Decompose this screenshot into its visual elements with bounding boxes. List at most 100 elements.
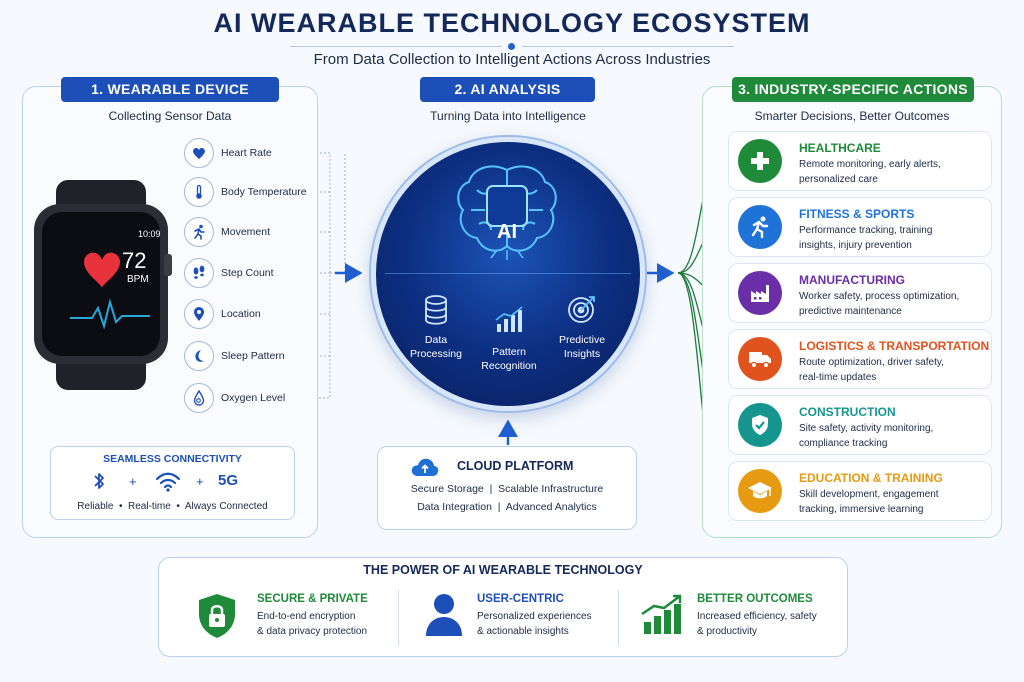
- graduation-cap-icon: [738, 469, 782, 513]
- thermometer-icon: [184, 177, 214, 207]
- cloud-upload-icon: [410, 456, 440, 483]
- wifi-icon: [155, 472, 181, 497]
- smartwatch-icon: [34, 180, 172, 390]
- watch-time: 10:09: [138, 229, 161, 239]
- sensor-item-oxygen-level: [184, 383, 214, 413]
- industry-description: Route optimization, driver safety, real-…: [799, 356, 987, 385]
- cloud-platform-box: [377, 446, 637, 530]
- industry-description-line: Performance tracking, training: [799, 225, 933, 236]
- connectivity-plus: +: [196, 474, 204, 489]
- industry-title: HEALTHCARE: [799, 141, 881, 155]
- industry-description: Performance tracking, training insights,…: [799, 224, 979, 253]
- database-icon: [423, 295, 449, 330]
- power-item-description: Personalized experiences & actionable in…: [477, 610, 592, 639]
- 5g-label: 5G: [218, 472, 239, 489]
- power-box: [158, 557, 848, 657]
- industry-title: FITNESS & SPORTS: [799, 207, 915, 221]
- page-subtitle: From Data Collection to Intelligent Acti…: [313, 51, 711, 68]
- industry-description-line: insights, injury prevention: [799, 239, 912, 251]
- user-icon: [424, 592, 464, 641]
- power-item-description: End-to-end encryption & data privacy pro…: [257, 610, 367, 639]
- title-divider-dot: [508, 43, 515, 50]
- title-divider-left: [290, 46, 502, 47]
- medical-cross-icon: [738, 139, 782, 183]
- sensor-label: Sleep Pattern: [221, 350, 285, 362]
- cloud-platform-title: CLOUD PLATFORM: [457, 459, 574, 473]
- power-item-description: Increased efficiency, safety & productiv…: [697, 610, 817, 639]
- power-divider: [398, 590, 399, 646]
- connectivity-features: Reliable • Real-time • Always Connected: [77, 501, 268, 512]
- ai-analysis-circle: [371, 137, 645, 411]
- location-pin-icon: [184, 299, 214, 329]
- sensor-label: Movement: [221, 226, 271, 238]
- connectivity-plus: +: [129, 474, 137, 489]
- brain-icon: [451, 160, 563, 265]
- industry-description-line: Site safety, activity monitoring,: [799, 423, 934, 434]
- ai-step-line: Predictive: [558, 334, 606, 346]
- sensor-item-movement: [184, 217, 214, 247]
- watch-bpm-unit: BPM: [127, 274, 149, 285]
- moon-icon: [184, 341, 214, 371]
- industry-description-line: predictive maintenance: [799, 305, 902, 317]
- ai-divider: [385, 273, 631, 274]
- industry-description: Skill development, engagement tracking, …: [799, 488, 979, 517]
- analysis-subheading: Turning Data into Intelligence: [430, 109, 586, 123]
- sensor-label: Location: [221, 308, 261, 320]
- ai-step-pattern-recognition: Pattern Recognition: [469, 345, 549, 373]
- power-item-title: SECURE & PRIVATE: [257, 593, 368, 605]
- sensor-item-sleep-pattern: [184, 341, 214, 371]
- wearable-subheading: Collecting Sensor Data: [108, 109, 232, 123]
- sensor-label: Step Count: [221, 267, 274, 279]
- power-item-description-line: & productivity: [697, 625, 758, 637]
- target-icon: [567, 294, 597, 329]
- analysis-heading: 2. AI ANALYSIS: [420, 77, 595, 102]
- title-divider-right: [522, 46, 734, 47]
- oxygen-drop-icon: [184, 383, 214, 413]
- ai-step-line: Recognition: [481, 360, 537, 373]
- bluetooth-icon: [92, 471, 106, 496]
- power-item-description-line: Personalized experiences: [477, 611, 592, 622]
- industry-description-line: Route optimization, driver safety,: [799, 357, 944, 368]
- power-item-description-line: End-to-end encryption: [257, 611, 356, 622]
- power-title: THE POWER OF AI WEARABLE TECHNOLOGY: [363, 563, 643, 577]
- industries-subheading: Smarter Decisions, Better Outcomes: [754, 109, 950, 123]
- sensor-item-heart-rate: [184, 138, 214, 168]
- truck-icon: [738, 337, 782, 381]
- page-title: AI WEARABLE TECHNOLOGY ECOSYSTEM: [213, 8, 811, 38]
- smartwatch-illustration: [26, 180, 176, 390]
- ai-step-line: Pattern: [492, 346, 526, 358]
- wearable-heading: 1. WEARABLE DEVICE: [61, 77, 279, 102]
- ai-step-line: Processing: [410, 348, 462, 361]
- factory-icon: [738, 271, 782, 315]
- connectivity-title: SEAMLESS CONNECTIVITY: [103, 453, 242, 465]
- industry-description-line: compliance tracking: [799, 437, 888, 449]
- watch-bpm-value: 72: [122, 248, 147, 273]
- industry-description: Remote monitoring, early alerts, persona…: [799, 158, 979, 187]
- industry-description-line: Skill development, engagement: [799, 489, 939, 500]
- cloud-platform-features-2: Data Integration | Advanced Analytics: [417, 501, 597, 513]
- sensor-label: Body Temperature: [221, 186, 307, 198]
- industry-description: Worker safety, process optimization, pre…: [799, 290, 987, 319]
- industry-title: EDUCATION & TRAINING: [799, 471, 943, 485]
- cloud-platform-features-1: Secure Storage | Scalable Infrastructure: [410, 483, 604, 495]
- growth-chart-icon: [640, 594, 684, 641]
- ai-core-label: AI: [497, 221, 517, 243]
- industry-description-line: Worker safety, process optimization,: [799, 291, 960, 302]
- sensor-item-location: [184, 299, 214, 329]
- bar-chart-icon: [494, 306, 524, 339]
- industry-description: Site safety, activity monitoring, compli…: [799, 422, 979, 451]
- power-item-title: USER-CENTRIC: [477, 593, 564, 605]
- industry-title: CONSTRUCTION: [799, 405, 896, 419]
- lock-shield-icon: [195, 592, 239, 645]
- shield-check-icon: [738, 403, 782, 447]
- sensor-item-body-temperature: [184, 177, 214, 207]
- power-divider: [618, 590, 619, 646]
- power-item-description-line: & actionable insights: [477, 625, 569, 637]
- industry-description-line: personalized care: [799, 173, 878, 185]
- ai-step-line: Insights: [563, 348, 601, 361]
- industry-title: MANUFACTURING: [799, 273, 905, 287]
- heart-icon: [184, 138, 214, 168]
- ai-step-line: Data: [424, 334, 448, 346]
- industry-description-line: real-time updates: [799, 371, 877, 383]
- sensor-label: Oxygen Level: [221, 392, 286, 404]
